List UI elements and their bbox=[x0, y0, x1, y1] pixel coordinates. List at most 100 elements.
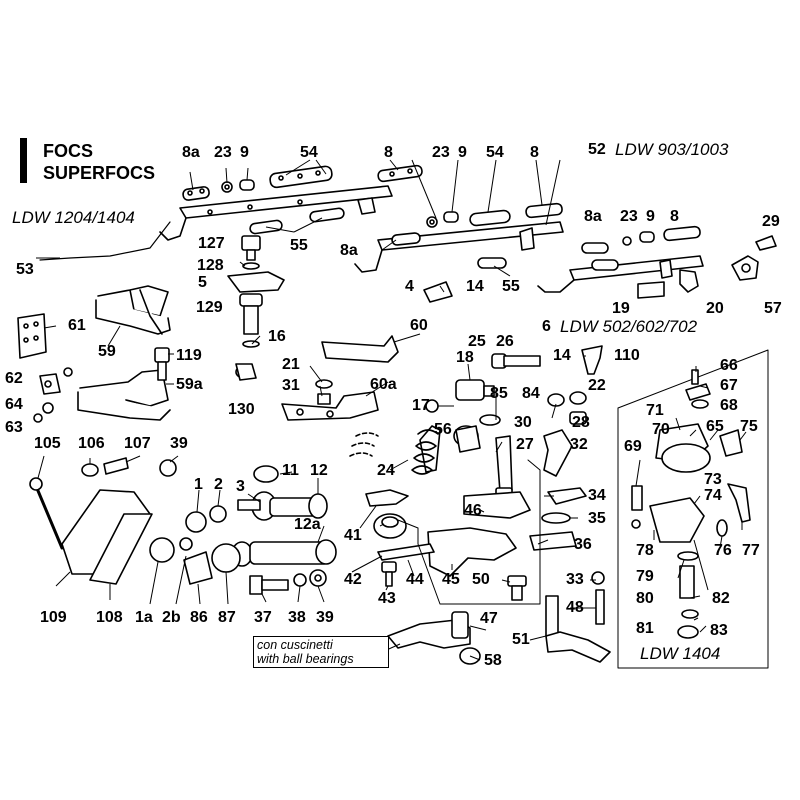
bracket-60 bbox=[235, 335, 399, 421]
label-81: 81 bbox=[636, 620, 654, 637]
label-9: 9 bbox=[646, 208, 655, 225]
label-19: 19 bbox=[612, 300, 630, 317]
label-26: 26 bbox=[496, 333, 514, 350]
label-12a: 12a bbox=[294, 516, 321, 533]
label-5: 5 bbox=[198, 274, 207, 291]
label-76: 76 bbox=[714, 542, 732, 559]
label-41: 41 bbox=[344, 527, 362, 544]
label-57: 57 bbox=[764, 300, 782, 317]
label-59a: 59a bbox=[176, 376, 203, 393]
label-8: 8 bbox=[384, 144, 393, 161]
label-127: 127 bbox=[198, 235, 225, 252]
label-65: 65 bbox=[706, 418, 724, 435]
linkage-bar-903 bbox=[354, 202, 564, 273]
label-23: 23 bbox=[214, 144, 232, 161]
label-83: 83 bbox=[710, 622, 728, 639]
model-ldw-502-602-702: LDW 502/602/702 bbox=[560, 317, 698, 336]
label-2b: 2b bbox=[162, 609, 181, 626]
label-17: 17 bbox=[412, 397, 430, 414]
label-8a: 8a bbox=[584, 208, 602, 225]
label-46: 46 bbox=[464, 502, 482, 519]
label-27: 27 bbox=[516, 436, 534, 453]
label-59: 59 bbox=[98, 343, 116, 360]
label-60a: 60a bbox=[370, 376, 397, 393]
label-55: 55 bbox=[502, 278, 520, 295]
bracket-59 bbox=[17, 285, 171, 359]
label-39: 39 bbox=[316, 609, 334, 626]
label-129: 129 bbox=[196, 299, 223, 316]
label-85: 85 bbox=[490, 385, 508, 402]
label-8a: 8a bbox=[182, 144, 200, 161]
label-8: 8 bbox=[670, 208, 679, 225]
label-42: 42 bbox=[344, 571, 362, 588]
label-64: 64 bbox=[5, 396, 23, 413]
label-60: 60 bbox=[410, 317, 428, 334]
label-12: 12 bbox=[310, 462, 328, 479]
label-21: 21 bbox=[282, 356, 300, 373]
label-119: 119 bbox=[176, 347, 202, 364]
model-ldw-1204-1404: LDW 1204/1404 bbox=[12, 208, 135, 227]
label-39: 39 bbox=[170, 435, 188, 452]
label-67: 67 bbox=[720, 377, 738, 394]
title-bar bbox=[20, 138, 27, 183]
label-79: 79 bbox=[636, 568, 654, 585]
label-54: 54 bbox=[486, 144, 504, 161]
label-16: 16 bbox=[268, 328, 286, 345]
label-2: 2 bbox=[214, 476, 223, 493]
linkage-bar-502 bbox=[423, 225, 777, 303]
label-28: 28 bbox=[572, 414, 590, 431]
label-107: 107 bbox=[124, 435, 151, 452]
label-50: 50 bbox=[472, 571, 490, 588]
lever-group-1404 bbox=[631, 369, 751, 639]
label-71: 71 bbox=[646, 402, 664, 419]
label-109: 109 bbox=[40, 609, 67, 626]
label-25: 25 bbox=[468, 333, 486, 350]
label-69: 69 bbox=[624, 438, 642, 455]
label-35: 35 bbox=[588, 510, 606, 527]
handle-group bbox=[29, 457, 241, 585]
group-frame-47 bbox=[397, 459, 541, 605]
label-44: 44 bbox=[406, 571, 424, 588]
label-84: 84 bbox=[522, 385, 540, 402]
ball-bearing-note: con cuscinetti with ball bearings bbox=[253, 636, 389, 668]
label-56: 56 bbox=[434, 421, 452, 438]
label-53: 53 bbox=[16, 261, 34, 278]
label-23: 23 bbox=[432, 144, 450, 161]
model-ldw-903-1003: LDW 903/1003 bbox=[615, 140, 729, 159]
label-3: 3 bbox=[236, 478, 245, 495]
springs bbox=[349, 425, 513, 501]
label-14: 14 bbox=[553, 347, 571, 364]
label-108: 108 bbox=[96, 609, 123, 626]
label-33: 33 bbox=[566, 571, 584, 588]
title-superfocs: SUPERFOCS bbox=[43, 163, 156, 183]
label-106: 106 bbox=[78, 435, 105, 452]
label-8a: 8a bbox=[340, 242, 358, 259]
note-line-en: with ball bearings bbox=[257, 652, 354, 666]
label-34: 34 bbox=[588, 487, 606, 504]
label-32: 32 bbox=[570, 436, 588, 453]
label-22: 22 bbox=[588, 377, 606, 394]
label-110: 110 bbox=[614, 347, 640, 364]
bracket-59a bbox=[33, 347, 171, 423]
label-47: 47 bbox=[480, 610, 498, 627]
label-1a: 1a bbox=[135, 609, 153, 626]
note-line-it: con cuscinetti bbox=[257, 638, 333, 652]
label-73: 73 bbox=[704, 471, 722, 488]
label-86: 86 bbox=[190, 609, 208, 626]
label-66: 66 bbox=[720, 357, 738, 374]
shaft-assembly-18 bbox=[425, 345, 603, 426]
label-68: 68 bbox=[720, 397, 738, 414]
label-82: 82 bbox=[712, 590, 730, 607]
label-14: 14 bbox=[466, 278, 484, 295]
model-ldw-1404: LDW 1404 bbox=[640, 644, 721, 663]
label-52: 52 bbox=[588, 141, 606, 158]
label-37: 37 bbox=[254, 609, 272, 626]
ldw1404-frame bbox=[617, 349, 769, 669]
label-43: 43 bbox=[378, 590, 396, 607]
label-70: 70 bbox=[652, 421, 670, 438]
label-77: 77 bbox=[742, 542, 760, 559]
label-58: 58 bbox=[484, 652, 502, 669]
title-focs: FOCS bbox=[43, 141, 94, 161]
